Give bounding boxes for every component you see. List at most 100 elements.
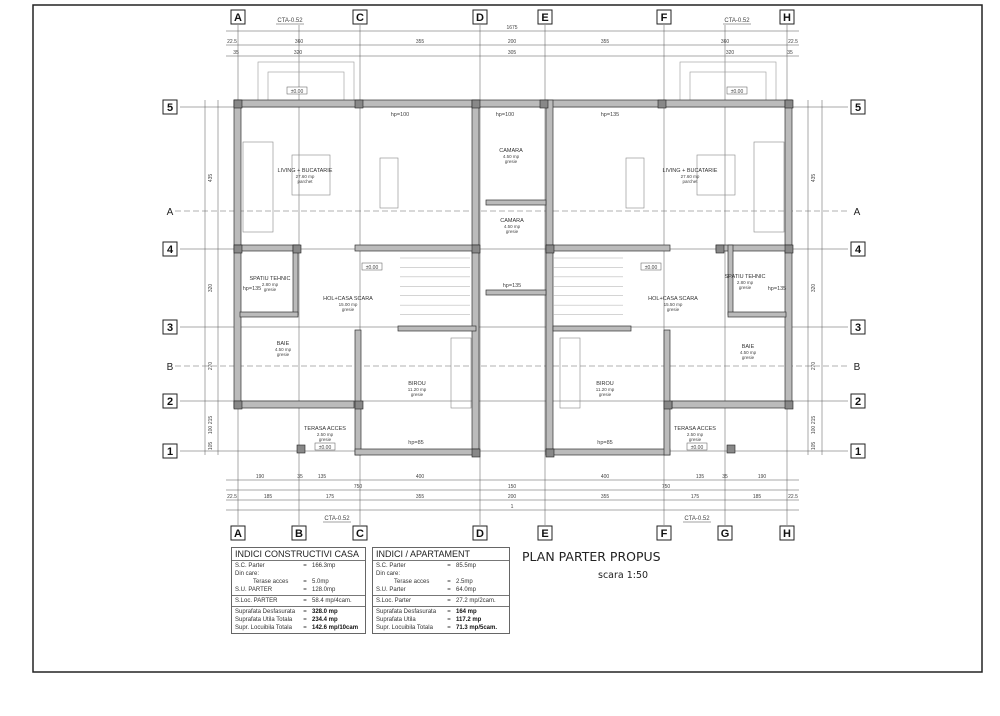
- row-value: 85.5mp: [456, 563, 477, 569]
- dimension-value: 200: [508, 494, 517, 500]
- row-value: 328.0 mp: [312, 609, 338, 615]
- table-section: S.Loc. Parter=27.2 mp/2cam.: [373, 596, 509, 607]
- room-finish: gresie: [667, 307, 680, 312]
- table-title: INDICI CONSTRUCTIVI CASA: [232, 548, 365, 561]
- section-mark-label: A: [854, 207, 861, 218]
- table-row: Terase acces=2.5mp: [376, 578, 506, 586]
- row-axis-label-box: [850, 241, 866, 257]
- side-dimension-value: 270: [208, 362, 214, 371]
- furniture: [242, 141, 274, 233]
- row-axis-label-box: [162, 241, 178, 257]
- level-marker-box: [286, 86, 308, 95]
- table-row: Suprafata Desfasurata=164 mp: [376, 608, 506, 616]
- row-value: 64.0mp: [456, 587, 477, 593]
- sill-height-label: hp=85: [597, 440, 612, 446]
- row-equals: =: [447, 579, 451, 585]
- row-axis-label-box: [162, 99, 178, 115]
- structural-column: [545, 448, 555, 458]
- level-marker-box: [640, 262, 662, 271]
- dimension-value: 305: [508, 50, 517, 56]
- wall: [715, 244, 793, 252]
- table-row: Suprafata Utila Totala=234.4 mp: [235, 616, 362, 624]
- furniture: [379, 157, 399, 209]
- dimension-value: 360: [721, 39, 730, 45]
- row-value: 142.6 mp/10cam: [312, 625, 359, 631]
- row-equals: =: [303, 563, 307, 569]
- room-name: HOL+CASA SCARA: [648, 296, 698, 302]
- furniture: [625, 157, 645, 209]
- row-equals: =: [303, 579, 307, 585]
- row-label: S.U. PARTER: [235, 587, 273, 593]
- row-axis-label: 3: [855, 322, 861, 334]
- column-axis-label-box: [352, 9, 368, 25]
- sill-height-label: hp=135: [601, 112, 620, 118]
- structural-column: [354, 400, 364, 410]
- dimension-value: 22.5: [227, 39, 237, 45]
- dimension-value: 355: [601, 39, 610, 45]
- room-area: 11.20 mp: [596, 387, 615, 392]
- row-value: 234.4 mp: [312, 617, 338, 623]
- wall: [233, 244, 301, 252]
- table-row: Suprafata Utila=117.2 mp: [376, 616, 506, 624]
- room-finish: parchet: [297, 179, 313, 184]
- dimension-value: 35: [787, 50, 793, 56]
- room-name: BAIE: [742, 344, 755, 350]
- row-axis-label-box: [850, 319, 866, 335]
- row-value: 71.3 mp/5cam.: [456, 625, 498, 631]
- dimension-overall: 1675: [506, 25, 517, 31]
- cta-level-label: CTA-0.52: [724, 18, 750, 24]
- table-row: S.U. PARTER=128.0mp: [235, 586, 362, 594]
- table-row: S.C. Parter=85.5mp: [376, 562, 506, 570]
- section-mark-label: B: [167, 362, 174, 373]
- level-marker: ±0.00: [366, 265, 379, 271]
- table-row: S.C. Parter=166.3mp: [235, 562, 362, 570]
- room-finish: gresie: [264, 287, 277, 292]
- row-value: 164 mp: [456, 609, 477, 615]
- side-dimension-value: 100: [208, 426, 214, 435]
- column-axis-label-box: [472, 525, 488, 541]
- structural-column: [233, 99, 243, 109]
- table-row: S.U. Parter = 64.0mp: [376, 586, 506, 594]
- row-axis-label: 5: [855, 102, 861, 114]
- side-dimension-value: 215: [208, 416, 214, 425]
- dimension-value: 22.5: [788, 39, 798, 45]
- drawing-scale: scara 1:50: [598, 570, 649, 581]
- cta-level-label: CTA-0.52: [277, 18, 303, 24]
- entrance-step: [257, 61, 355, 103]
- row-equals: =: [303, 625, 307, 631]
- room-area: 15.50 mp: [664, 302, 683, 307]
- wall: [552, 325, 632, 332]
- row-equals: =: [447, 587, 451, 593]
- row-label: S.U. Parter: [376, 587, 406, 593]
- room-finish: gresie: [742, 355, 755, 360]
- level-marker-box: [726, 86, 748, 95]
- room-finish: gresie: [739, 285, 752, 290]
- wall: [354, 448, 480, 456]
- row-equals: [298, 570, 312, 578]
- side-dimension-value: 435: [208, 174, 214, 183]
- room-finish: gresie: [505, 159, 518, 164]
- structural-column: [471, 448, 481, 458]
- table-row: Suprafata Desfasurata=328.0 mp: [235, 608, 362, 616]
- column-axis-label-box: [291, 525, 307, 541]
- structural-column: [233, 400, 243, 410]
- row-axis-label: 4: [167, 244, 174, 256]
- dimension-value: 355: [416, 39, 425, 45]
- wall: [239, 311, 299, 318]
- column-axis-label: D: [476, 12, 484, 24]
- dimension-value: 135: [318, 474, 327, 480]
- column-axis-label: H: [783, 528, 791, 540]
- dimension-value: 190: [256, 474, 265, 480]
- row-equals: =: [447, 563, 451, 569]
- dimension-value: 190: [758, 474, 767, 480]
- furniture: [559, 337, 581, 409]
- dimension-value: 150: [508, 484, 517, 490]
- furniture: [450, 337, 472, 409]
- row-axis-label-box: [850, 443, 866, 459]
- dimension-value: 22.5: [227, 494, 237, 500]
- column-axis-label: G: [721, 528, 730, 540]
- side-dimension-value: 435: [811, 174, 817, 183]
- structural-column: [354, 99, 364, 109]
